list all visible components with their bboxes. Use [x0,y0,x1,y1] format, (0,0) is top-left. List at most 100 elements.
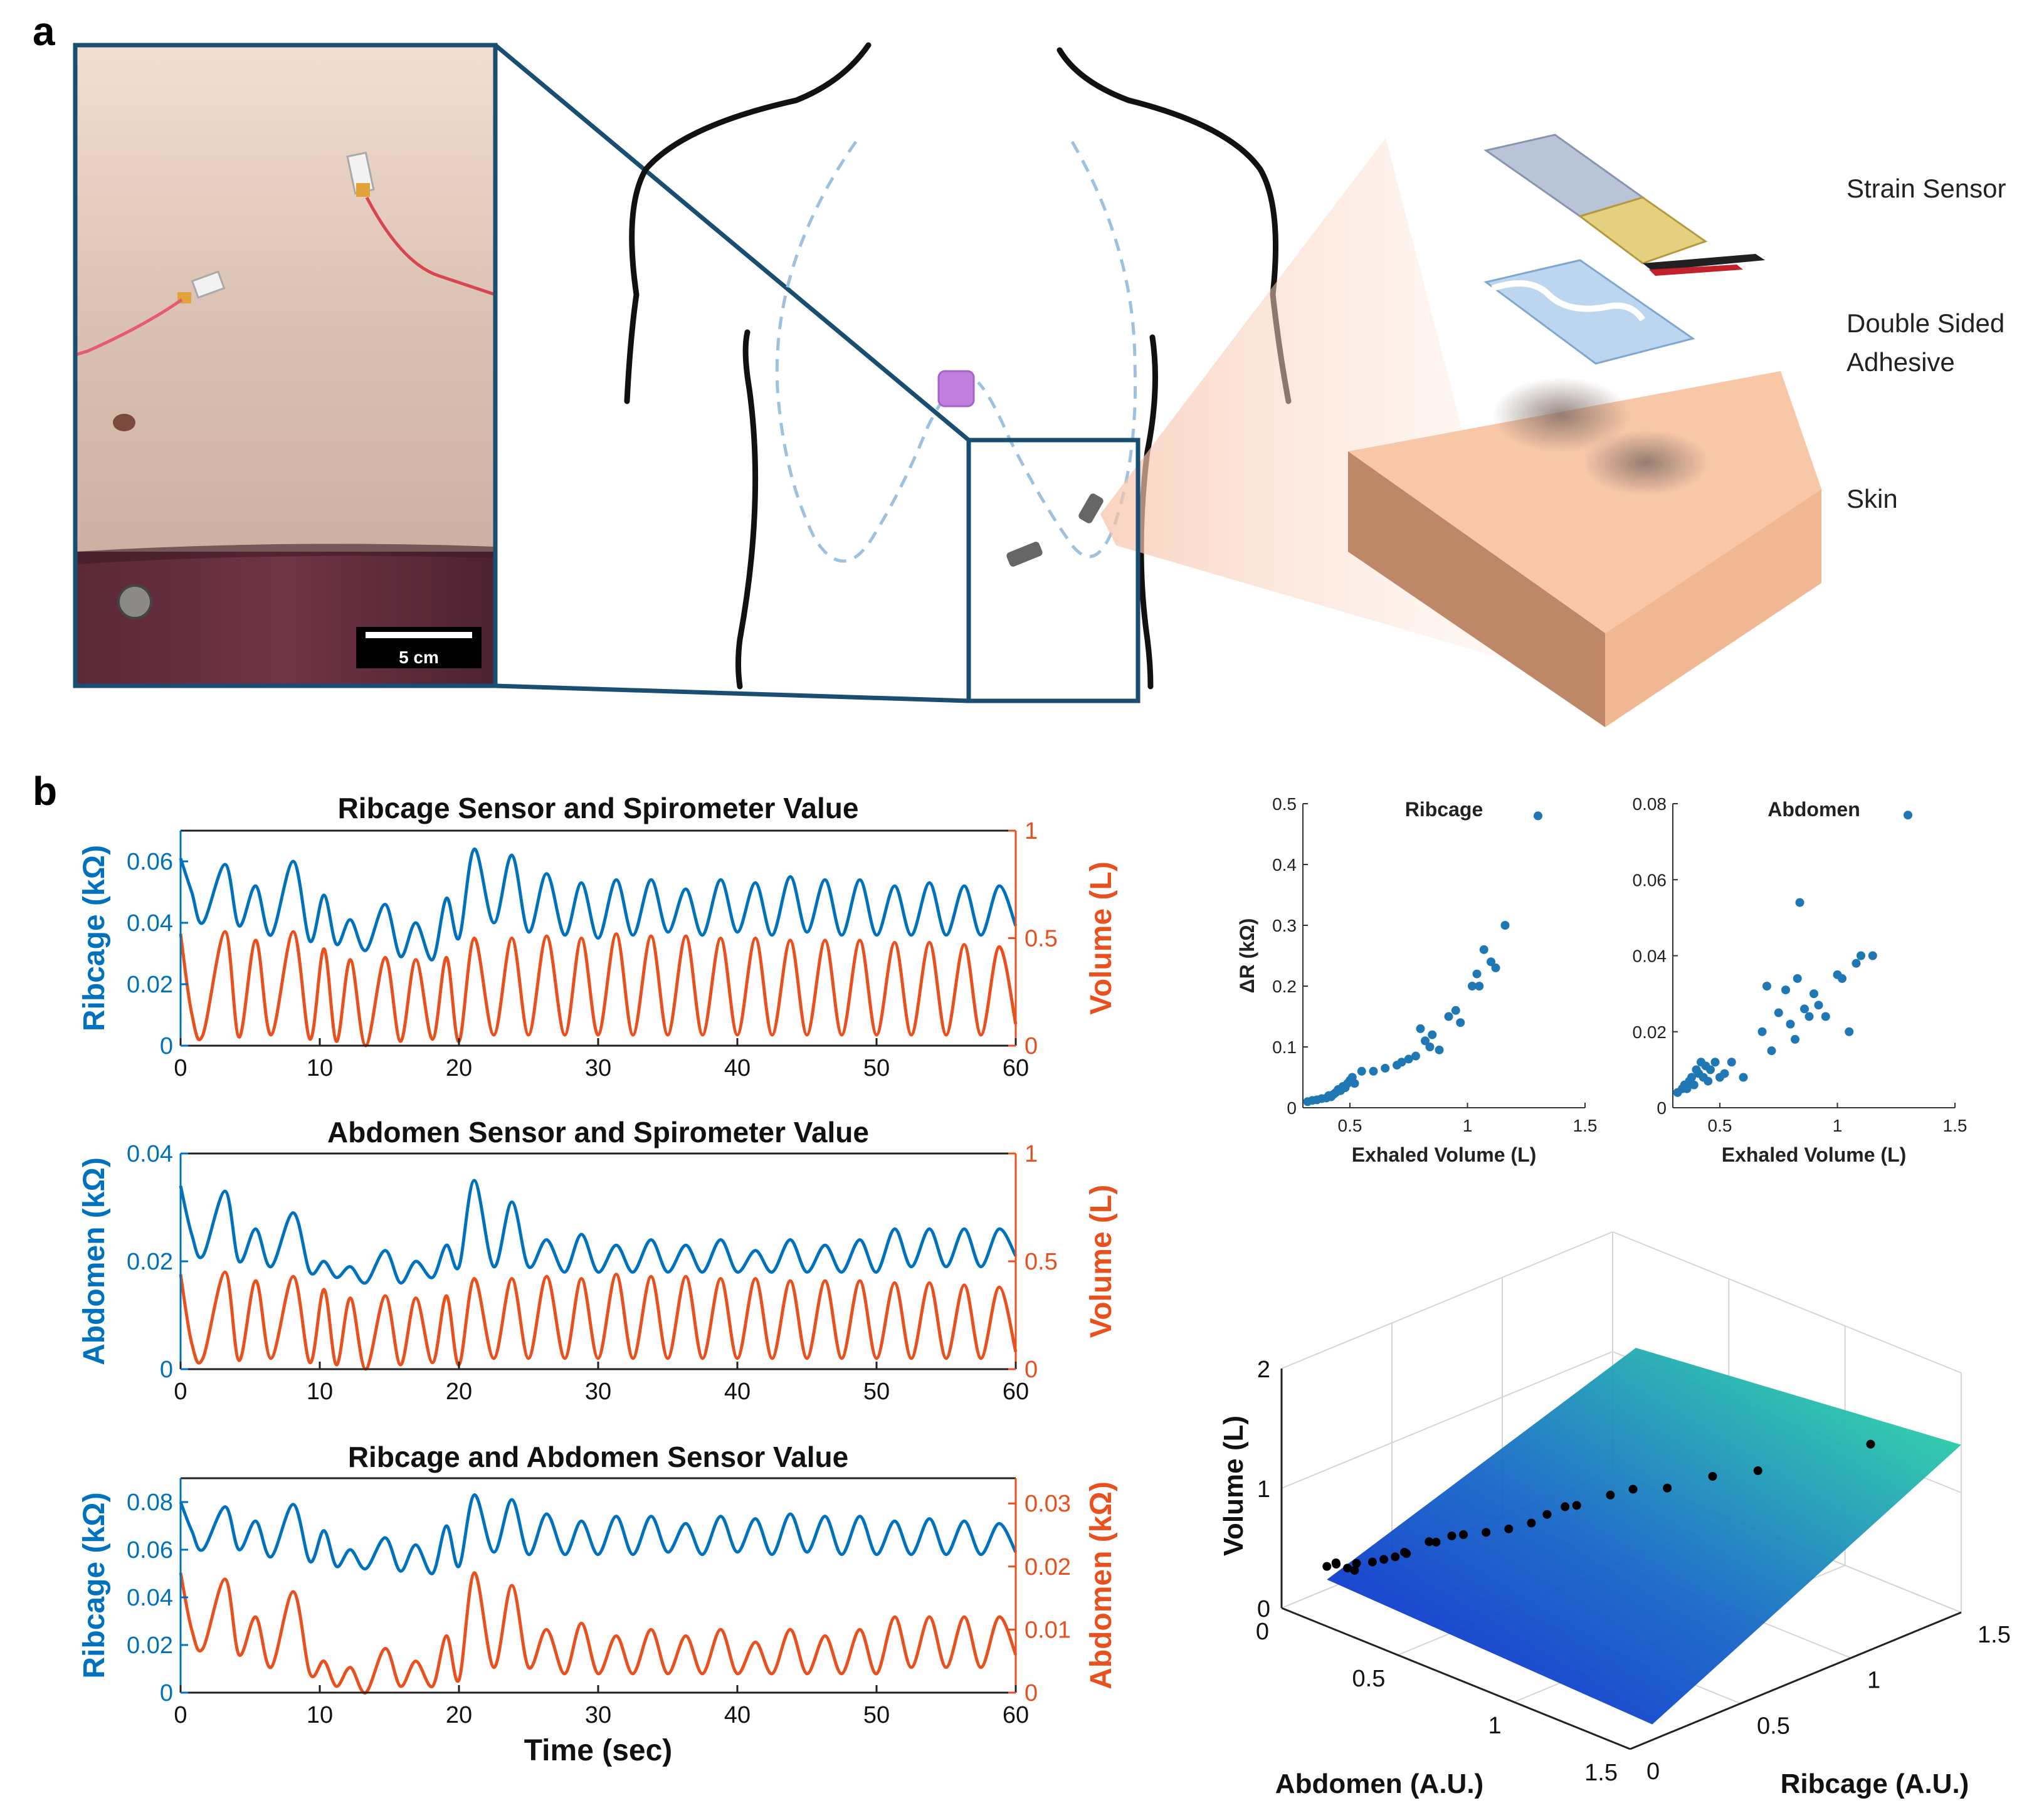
scatter-point [1411,1051,1420,1061]
y-tick-label: 0.02 [1633,1022,1667,1042]
scatter-point [1416,1024,1425,1033]
scatter-point [1428,1030,1437,1039]
scatter-point-3d [1391,1552,1400,1562]
y-axis-label-left: Abdomen (kΩ) [78,1157,111,1365]
scatter-point [1739,1073,1748,1082]
scatter-point-3d [1561,1502,1570,1511]
y-tick-label: 0.3 [1272,916,1297,935]
x-tick-label: 60 [1003,1055,1029,1081]
scatter-point [1468,982,1477,991]
scatter-point [1451,1006,1460,1015]
x-tick-label: 1.5 [1943,1116,1968,1135]
scatter-point-3d [1425,1537,1434,1547]
x-tick-label: 0 [1256,1619,1269,1645]
scatter-point [1857,951,1865,960]
y-tick-label: 0.5 [1272,794,1297,814]
z-axis-label: Volume (L) [1218,1416,1249,1556]
zoom-line-bottom [495,683,969,703]
scatter-point [1689,1080,1699,1090]
series-line-left [179,1179,1018,1285]
x-axis-label: Exhaled Volume (L) [1722,1143,1907,1166]
y-axis-label-right: Abdomen (kΩ) [1085,1481,1118,1690]
x-tick-label: 40 [724,1379,751,1405]
scatter-point [1687,1073,1696,1082]
scatter-point-3d [1504,1524,1514,1533]
y-tick-label: 0 [1646,1758,1660,1785]
scatter-point [1397,1058,1406,1067]
x-tick-label: 40 [724,1702,751,1728]
x-tick-label: 1 [1488,1713,1502,1739]
scatter-point-3d [1343,1563,1352,1573]
abdomen-sensor-marker-2 [1078,493,1104,523]
scatter-point [1814,1001,1823,1010]
scatter-point-3d [1866,1439,1875,1449]
x-tick-label: 40 [724,1055,751,1081]
scatter-point [1804,1012,1814,1021]
photo-abdomen: 5 cm [75,45,496,686]
scatter-point [1774,1008,1783,1017]
y-tick-label-right: 0.03 [1025,1491,1071,1517]
x-tick-label: 0 [174,1702,187,1728]
y-tick-label-left: 0 [160,1033,173,1059]
scatter-point [1357,1066,1366,1076]
y-tick-label-right: 0 [1025,1033,1038,1059]
z-tick-label: 0 [1257,1596,1270,1622]
scatter-point-3d [1708,1472,1717,1481]
scatter-point [1781,985,1790,995]
zoom-line-top [493,43,971,442]
y-tick-label: 0.1 [1272,1038,1297,1057]
x-tick-label: 30 [585,1055,611,1081]
layer-label-double-sided: Double Sided [1846,308,2004,338]
scatter-point-3d [1447,1531,1457,1540]
scatter-point [1786,1019,1795,1029]
scatter-point [1682,1084,1692,1093]
x-tick-label: 10 [307,1055,333,1081]
y-tick-label-left: 0 [160,1680,173,1706]
x-tick-label: 0.5 [1352,1666,1386,1692]
scatter-point [1350,1079,1359,1088]
z-tick-label: 1 [1257,1476,1270,1503]
scatter-point [1845,1027,1854,1036]
scatter-point [1491,963,1500,972]
y-axis-label-right: Volume (L) [1085,861,1118,1014]
zoom-box [966,438,1141,703]
x-axis [1281,1607,1631,1750]
x-tick-label: 0 [174,1055,187,1081]
y-tick-label-left: 0.02 [127,972,173,998]
chart-title: Abdomen [1767,798,1860,821]
x-tick-label: 50 [863,1702,890,1728]
ribcage-sensor-marker [937,370,975,407]
series-line-right [179,1571,1018,1695]
chart-title: Abdomen Sensor and Spirometer Value [327,1116,869,1148]
abdomen-sensor-marker [1006,542,1043,567]
scatter-point [1421,1036,1430,1046]
navel [113,414,135,431]
x-tick-label: 1.5 [1584,1760,1618,1786]
y-tick-label-left: 0.08 [127,1490,173,1516]
scatter-point [1838,974,1846,983]
y-axis-label-left: Ribcage (kΩ) [78,1492,111,1678]
x-tick-label: 0.5 [1338,1116,1362,1135]
x-tick-label: 20 [446,1379,472,1405]
y-tick-label: 0 [1657,1098,1667,1118]
scatter-point [1435,1045,1444,1054]
scatter-point-3d [1663,1483,1672,1493]
y-tick-label-left: 0.02 [127,1632,173,1659]
exploded-view [1348,134,1821,727]
scatter-point [1706,1065,1715,1075]
x-tick-label: 1 [1463,1116,1473,1135]
scatter-point-3d [1367,1557,1377,1567]
y-tick-label: 0.5 [1757,1713,1790,1739]
y-tick-label-right: 0.5 [1025,1249,1058,1275]
x-tick-label: 0 [174,1379,187,1405]
y-tick-label-right: 0 [1025,1357,1038,1383]
x-tick-label: 30 [585,1379,611,1405]
z-tick-label: 2 [1257,1357,1270,1383]
scatter-point [1710,1058,1720,1067]
y-tick-label-right: 0 [1025,1680,1038,1706]
x-axis-label: Exhaled Volume (L) [1352,1143,1537,1166]
